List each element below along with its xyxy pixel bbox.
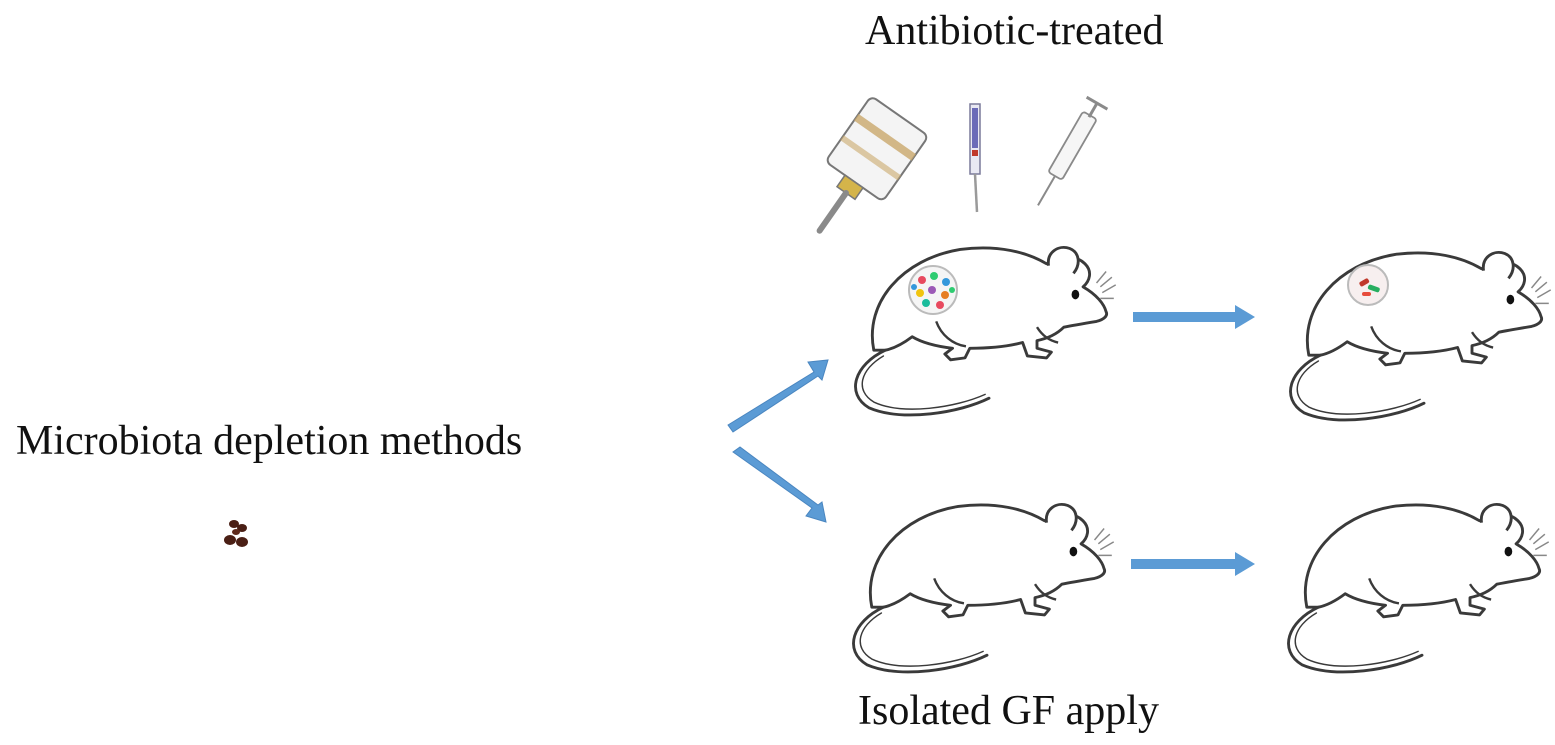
mouse-icon-bottom-after [1287,503,1551,674]
microbiota-depletion-methods-label: Microbiota depletion methods [16,418,523,464]
gut-microbiota-reduced-icon [1347,264,1389,306]
mouse-icon-top-after [1289,251,1553,422]
water-bottle-icon [816,97,928,234]
syringe-icon [1037,95,1109,206]
arrow-icon-bottom-right [1131,552,1255,576]
oral-gavage-needle-icon [969,103,981,213]
arrow-icon-top-right [1133,305,1255,329]
feces-icon [224,520,248,547]
mouse-icon-top-before [854,246,1118,417]
mouse-icon-bottom-before [224,503,1116,674]
isolated-gf-apply-label: Isolated GF apply [858,688,1159,734]
antibiotic-treated-label: Antibiotic-treated [865,8,1164,54]
arrow-icon-to-antibiotic [727,359,829,433]
arrow-icon-to-gf [732,446,827,523]
gut-microbiota-rich-icon [908,265,958,315]
